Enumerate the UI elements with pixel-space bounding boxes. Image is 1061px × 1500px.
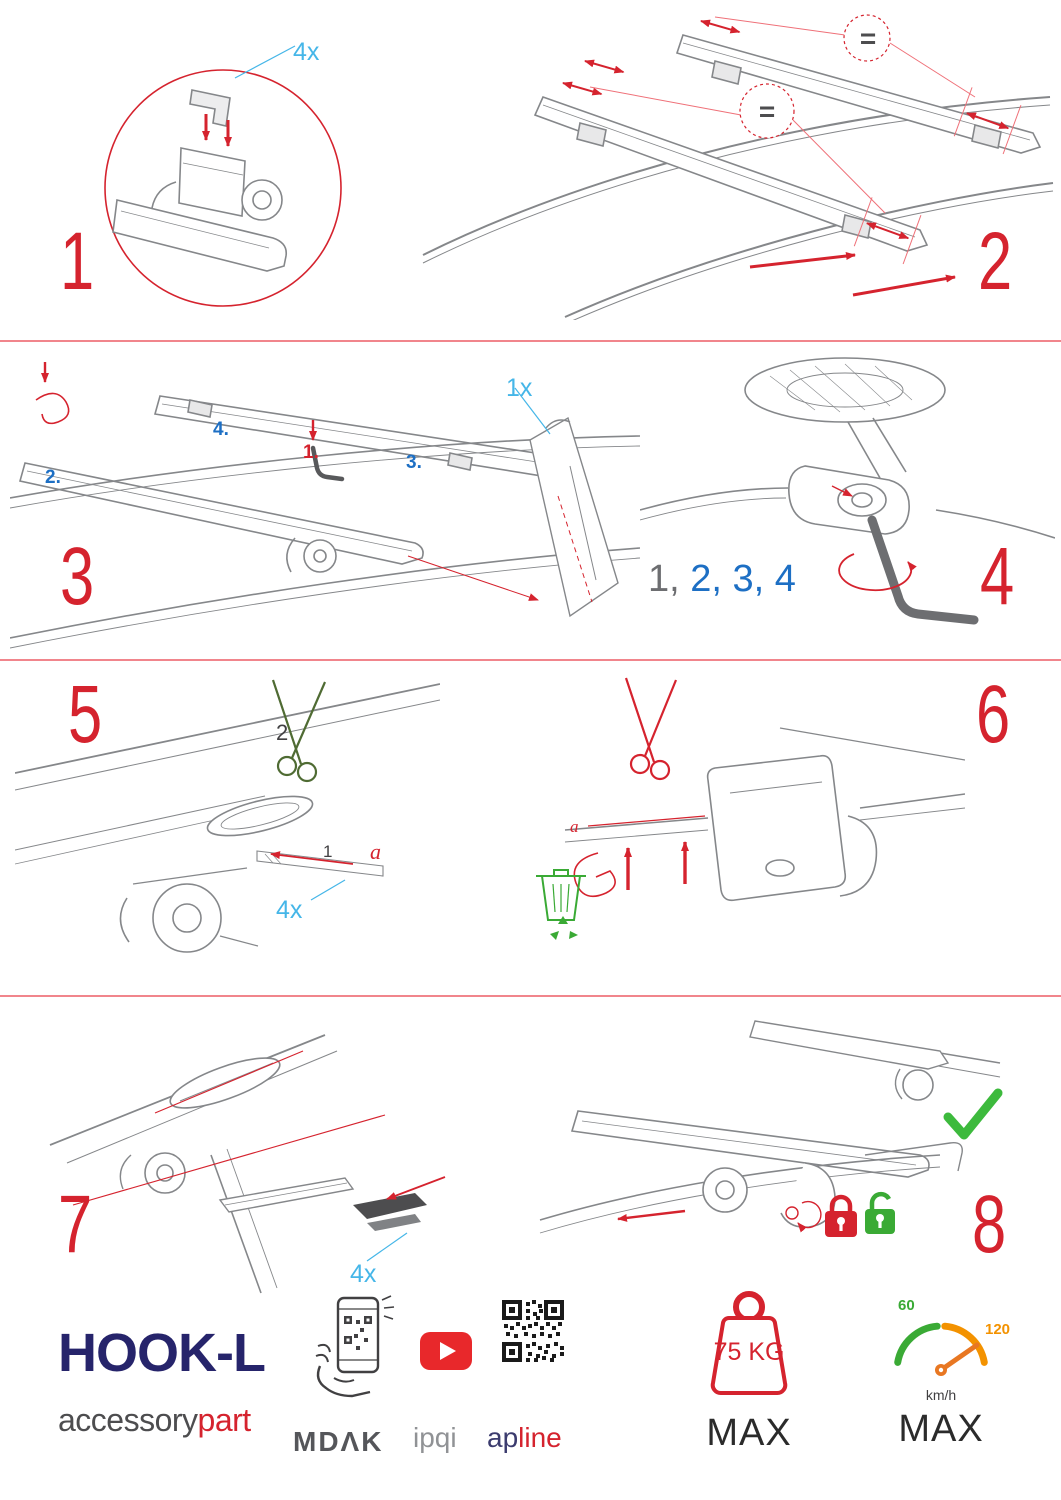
speed-unit-label: km/h	[925, 1387, 957, 1403]
main-assembly	[539, 1110, 963, 1234]
step6-label-a: a	[570, 817, 579, 836]
speedometer-icon	[894, 1322, 988, 1376]
step7-illustration	[49, 1034, 446, 1294]
step6-number: 6	[976, 669, 1011, 760]
step5-illustration	[15, 679, 440, 953]
weight-max-label: MAX	[706, 1412, 792, 1454]
hand-shape	[315, 1343, 371, 1398]
brand-accessory: accessory	[58, 1402, 198, 1438]
step6-illustration	[536, 677, 965, 940]
step1-illustration	[104, 45, 342, 307]
step3-sub1: 1.	[303, 442, 319, 463]
motion-lines	[381, 1295, 395, 1320]
scissors-red-icon	[624, 677, 678, 781]
rubber-strip	[256, 850, 384, 877]
foot-bracket	[564, 727, 965, 902]
sleeve-cone	[529, 416, 619, 618]
red-guide-inner	[154, 1050, 304, 1114]
step8-red-marks	[617, 1200, 822, 1233]
step4-number: 4	[980, 531, 1015, 622]
cross-bars	[533, 34, 1042, 252]
step7-qty-label: 4x	[350, 1260, 377, 1288]
qty-leader-line	[514, 387, 551, 435]
rail-open-view	[49, 1034, 338, 1294]
step8-number: 8	[972, 1179, 1007, 1270]
product-name: HOOK-L	[58, 1323, 266, 1383]
phone-qr-pattern	[344, 1316, 372, 1350]
logo-line: line	[518, 1422, 562, 1453]
step1-number: 1	[60, 216, 95, 307]
step5-label-1: 1	[323, 842, 333, 861]
step5-qty-label: 4x	[276, 896, 303, 924]
step4-illustration	[640, 357, 1055, 625]
phone-qr-icon	[315, 1295, 395, 1398]
youtube-icon	[420, 1332, 472, 1370]
step3-sub3: 3.	[406, 452, 422, 473]
logo-mdak: MDΛK	[293, 1426, 384, 1457]
step2-equal-sign-1: =	[859, 23, 877, 54]
clamp-drawing	[112, 89, 288, 272]
recycle-icon	[550, 916, 578, 940]
brand-part: part	[197, 1402, 252, 1438]
separator-2	[0, 659, 1061, 661]
step5-label-2: 2	[276, 720, 289, 745]
step4-sequence: 1, 2, 3, 4	[648, 560, 796, 598]
step4-seq-first: 1,	[648, 558, 680, 600]
weight-value: 75 KG	[713, 1338, 785, 1366]
separator-1	[0, 340, 1061, 342]
logo-apline: apline	[487, 1424, 562, 1452]
step4-seq-rest: 2, 3, 4	[679, 558, 796, 600]
speed-high-label: 120	[985, 1321, 1011, 1338]
clamp-underside	[640, 357, 1055, 539]
weight-icon	[710, 1291, 788, 1395]
qr-code	[502, 1300, 564, 1362]
equal-circle-2	[739, 83, 795, 139]
step3-illustration	[10, 362, 640, 649]
separator-3	[0, 995, 1061, 997]
step7-number: 7	[58, 1179, 93, 1270]
assembly-drawing	[10, 395, 640, 649]
step5-number: 5	[68, 669, 103, 760]
speed-max-label: MAX	[898, 1408, 984, 1450]
allen-key	[867, 515, 979, 625]
step8-illustration	[539, 1020, 1003, 1237]
padlock-open-icon	[865, 1191, 895, 1234]
step3-sub2: 2.	[45, 467, 61, 488]
step3-number: 3	[60, 531, 95, 622]
scissors-icon	[271, 679, 327, 783]
step2-equal-sign-2: =	[758, 96, 776, 127]
qty-leader-line	[234, 45, 296, 79]
step3-sub4: 4.	[213, 419, 229, 440]
logo-ap: ap	[487, 1422, 519, 1453]
allen-key-small	[310, 445, 345, 482]
end-cap-drawing	[218, 1176, 446, 1262]
step5-label-a: a	[370, 839, 381, 864]
step2-illustration	[422, 14, 1054, 320]
step3-qty-label: 1x	[506, 374, 533, 402]
magnifier-circle	[104, 69, 342, 307]
logo-ipqi: ipqi	[413, 1422, 457, 1453]
trash-bin-icon	[536, 869, 586, 921]
brand-name: accessorypart	[58, 1404, 251, 1436]
qty-leader-line	[310, 879, 346, 901]
step2-number: 2	[978, 216, 1013, 307]
rail-clamp	[119, 795, 314, 953]
speed-low-label: 60	[898, 1297, 915, 1314]
step1-qty-label: 4x	[293, 38, 320, 66]
pull-arrow	[270, 851, 354, 865]
step4-red-marks	[831, 485, 917, 592]
top-detail	[749, 1020, 1001, 1101]
step3-red-marks	[35, 362, 539, 601]
insert-arrows	[202, 114, 232, 147]
measure-marks	[562, 14, 1022, 297]
step6-red-marks	[573, 815, 706, 898]
red-guide-long	[72, 1114, 386, 1206]
equal-circle-1	[843, 14, 891, 62]
padlock-locked-icon	[825, 1194, 857, 1237]
checkmark-icon	[943, 1088, 1003, 1140]
